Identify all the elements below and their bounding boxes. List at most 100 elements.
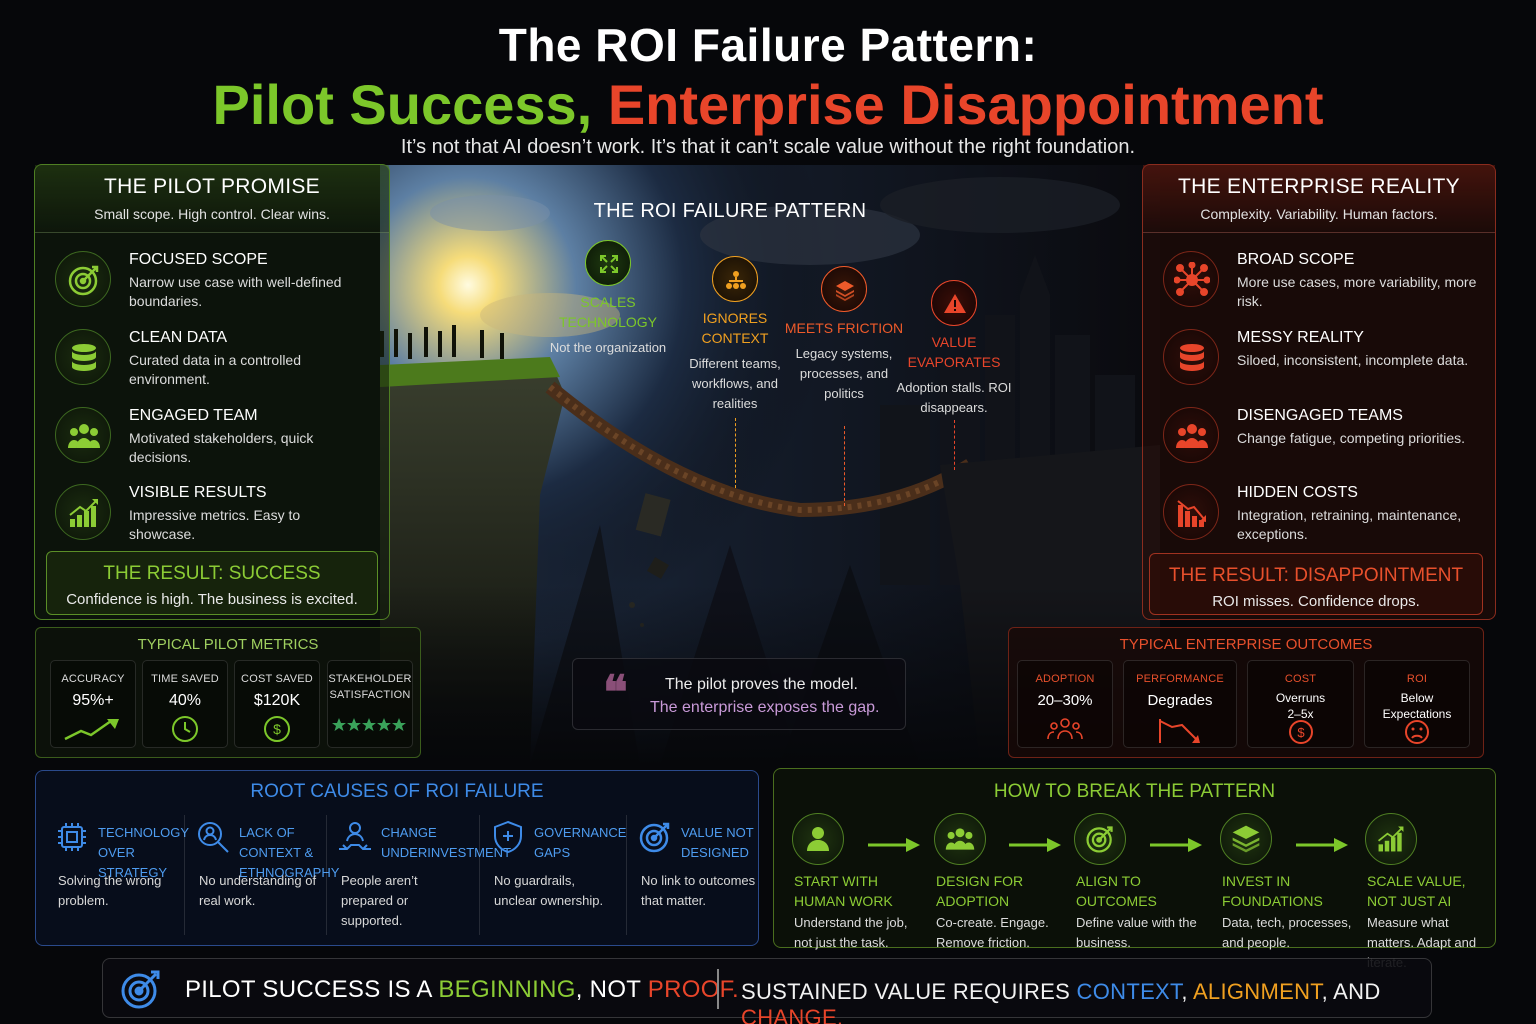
star-icon bbox=[392, 718, 406, 731]
target-icon bbox=[1074, 813, 1126, 865]
break-step-item: START WITH HUMAN WORK Understand the job… bbox=[774, 813, 914, 950]
pilot-item-desc: Narrow use case with well-defined bounda… bbox=[129, 274, 342, 309]
pattern-stage-desc: Not the organization bbox=[549, 340, 667, 355]
enterprise-item-title: BROAD SCOPE bbox=[1237, 251, 1355, 268]
expand-icon bbox=[585, 240, 631, 286]
growth-chart-icon bbox=[1365, 813, 1417, 865]
enterprise-panel-title: THE ENTERPRISE REALITY bbox=[1178, 175, 1460, 198]
pilot-panel-title: THE PILOT PROMISE bbox=[104, 175, 320, 198]
banner-statement-1: PILOT SUCCESS IS A BEGINNING, NOT PROOF. bbox=[185, 976, 739, 1004]
metric-label: STAKEHOLDER SATISFACTION bbox=[328, 673, 412, 701]
pilot-result-box: THE RESULT: SUCCESS Confidence is high. … bbox=[46, 551, 378, 615]
outcome-label: ADOPTION bbox=[1035, 673, 1095, 685]
pilot-item-focused-scope: FOCUSED SCOPE Narrow use case with well-… bbox=[53, 245, 373, 315]
break-step-desc: Define value with the business. bbox=[1076, 915, 1197, 950]
pilot-result-desc: Confidence is high. The business is exci… bbox=[66, 591, 358, 608]
pilot-item-clean-data: CLEAN DATA Curated data in a controlled … bbox=[53, 323, 373, 393]
enterprise-item-desc: More use cases, more variability, more r… bbox=[1237, 274, 1477, 309]
enterprise-item-broad-scope: BROAD SCOPE More use cases, more variabi… bbox=[1161, 245, 1481, 315]
arrow-right-icon bbox=[1296, 838, 1348, 852]
banner-divider bbox=[717, 969, 719, 1009]
metric-label: TIME SAVED bbox=[151, 673, 219, 685]
banner-text: , AND bbox=[1321, 979, 1381, 1004]
banner-highlight-context: CONTEXT bbox=[1076, 979, 1182, 1004]
sad-face-icon bbox=[1405, 720, 1429, 744]
main-title-line2: Pilot Success, Enterprise Disappointment bbox=[0, 72, 1536, 137]
pilot-promise-panel: THE PILOT PROMISE Small scope. High cont… bbox=[34, 164, 390, 620]
pilot-item-engaged-team: ENGAGED TEAM Motivated stakeholders, qui… bbox=[53, 401, 373, 471]
root-cause-desc: No link to outcomes that matter. bbox=[641, 873, 756, 908]
banner-text: , NOT bbox=[575, 976, 648, 1003]
root-cause-item: VALUE NOT DESIGNED No link to outcomes t… bbox=[626, 815, 756, 935]
enterprise-panel-header: THE ENTERPRISE REALITY Complexity. Varia… bbox=[1143, 165, 1495, 233]
enterprise-result-title: THE RESULT: DISAPPOINTMENT bbox=[1168, 565, 1464, 586]
dollar-icon: $ bbox=[1288, 720, 1313, 744]
target-icon bbox=[121, 970, 160, 1009]
outcome-card-roi: ROI Below Expectations bbox=[1364, 660, 1470, 748]
banner-highlight-change: CHANGE. bbox=[741, 1005, 844, 1024]
enterprise-item-desc: Siloed, inconsistent, incomplete data. bbox=[1237, 352, 1469, 368]
break-step-title: ALIGN TO OUTCOMES bbox=[1076, 873, 1157, 909]
enterprise-item-title: DISENGAGED TEAMS bbox=[1237, 407, 1403, 424]
root-cause-title: VALUE NOT DESIGNED bbox=[681, 825, 754, 860]
svg-text:$: $ bbox=[1297, 725, 1305, 740]
star-icon bbox=[347, 718, 361, 731]
title-pilot-success: Pilot Success, bbox=[212, 73, 593, 136]
connector-line bbox=[844, 426, 845, 506]
banner-highlight-beginning: BEGINNING bbox=[438, 976, 576, 1003]
metric-value: 40% bbox=[168, 692, 202, 709]
metric-value: $120K bbox=[253, 692, 301, 709]
chip-icon bbox=[58, 823, 86, 851]
break-step-title: SCALE VALUE, NOT JUST AI bbox=[1367, 873, 1466, 909]
arrow-right-icon bbox=[1009, 838, 1061, 852]
enterprise-outcomes-panel: TYPICAL ENTERPRISE OUTCOMES ADOPTION 20–… bbox=[1008, 627, 1484, 758]
banner-highlight-alignment: ALIGNMENT bbox=[1192, 979, 1322, 1004]
metric-card-time-saved: TIME SAVED 40% bbox=[142, 660, 228, 748]
outcome-value: Degrades bbox=[1147, 692, 1213, 709]
pilot-metrics-panel: TYPICAL PILOT METRICS ACCURACY 95%+ TIME… bbox=[35, 627, 421, 758]
title-enterprise-disappointment: Enterprise Disappointment bbox=[607, 73, 1324, 136]
connector-line bbox=[735, 418, 736, 488]
enterprise-item-title: HIDDEN COSTS bbox=[1237, 484, 1358, 501]
pilot-metrics-title: TYPICAL PILOT METRICS bbox=[137, 636, 319, 653]
enterprise-result-desc: ROI misses. Confidence drops. bbox=[1212, 593, 1420, 610]
connector-line bbox=[954, 420, 955, 470]
quote-box: ❝ The pilot proves the model. The enterp… bbox=[572, 658, 906, 730]
pilot-panel-subtitle: Small scope. High control. Clear wins. bbox=[94, 206, 330, 222]
outcome-card-cost: COST Overruns 2–5x $ bbox=[1247, 660, 1354, 748]
growth-chart-icon bbox=[55, 484, 111, 540]
pilot-item-title: VISIBLE RESULTS bbox=[129, 484, 267, 501]
shield-icon bbox=[494, 820, 522, 854]
pattern-stage-title: VALUE EVAPORATES bbox=[907, 334, 1001, 370]
pattern-stage-value-evaporates: VALUE EVAPORATES Adoption stalls. ROI di… bbox=[889, 280, 1019, 418]
break-step-item: SCALE VALUE, NOT JUST AI Measure what ma… bbox=[1347, 813, 1495, 970]
banner-text: PILOT SUCCESS IS A bbox=[185, 976, 439, 1003]
outcome-value: Overruns 2–5x bbox=[1275, 691, 1326, 721]
root-cause-desc: No understanding of real work. bbox=[199, 873, 317, 908]
pilot-item-desc: Motivated stakeholders, quick decisions. bbox=[129, 430, 314, 465]
pilot-result-title: THE RESULT: SUCCESS bbox=[103, 563, 321, 584]
break-step-desc: Understand the job, not just the task. bbox=[794, 915, 908, 950]
outcome-value: 20–30% bbox=[1037, 692, 1093, 709]
pattern-stage-meets-friction: MEETS FRICTION Legacy systems, processes… bbox=[779, 266, 909, 404]
pattern-stage-desc: Different teams, workflows, and realitie… bbox=[689, 356, 781, 411]
enterprise-item-title: MESSY REALITY bbox=[1237, 329, 1364, 346]
layers-icon bbox=[1220, 813, 1272, 865]
main-title: The ROI Failure Pattern: bbox=[498, 19, 1038, 71]
pilot-panel-header: THE PILOT PROMISE Small scope. High cont… bbox=[35, 165, 389, 233]
page-subtitle: It’s not that AI doesn’t work. It’s that… bbox=[400, 136, 1136, 158]
arrow-right-icon bbox=[868, 838, 920, 852]
dollar-icon: $ bbox=[264, 716, 290, 742]
cliff-bridge-scene bbox=[380, 165, 1160, 765]
enterprise-item-desc: Change fatigue, competing priorities. bbox=[1237, 430, 1466, 446]
star-icon bbox=[362, 718, 376, 731]
pilot-item-title: FOCUSED SCOPE bbox=[129, 251, 268, 268]
pattern-stage-title: SCALES TECHNOLOGY bbox=[558, 294, 657, 330]
root-cause-title: LACK OF CONTEXT & ETHNOGRAPHY bbox=[239, 825, 340, 880]
metric-card-accuracy: ACCURACY 95%+ bbox=[50, 660, 136, 748]
break-step-title: DESIGN FOR ADOPTION bbox=[936, 873, 1024, 909]
outcome-label: COST bbox=[1284, 673, 1317, 685]
enterprise-result-box: THE RESULT: DISAPPOINTMENT ROI misses. C… bbox=[1149, 553, 1483, 615]
warning-icon bbox=[931, 280, 977, 326]
break-step-item: DESIGN FOR ADOPTION Co-create. Engage. R… bbox=[916, 813, 1056, 950]
